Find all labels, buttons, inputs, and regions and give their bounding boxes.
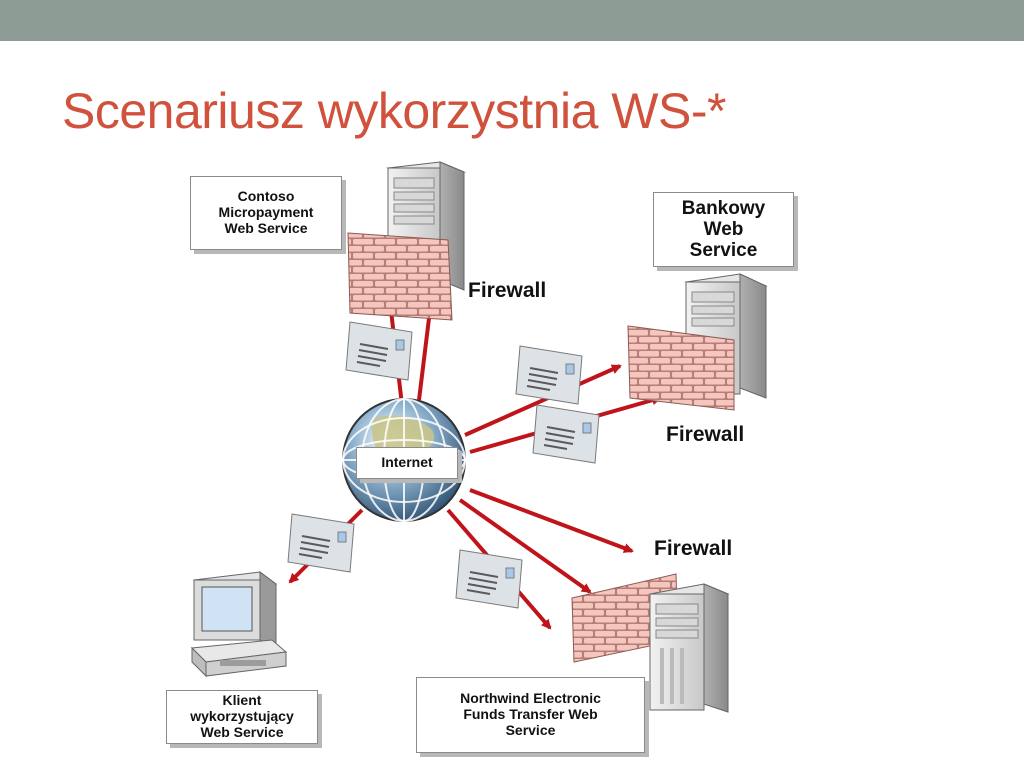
server-icon [648,583,730,713]
slide-title: Scenariusz wykorzystnia WS-* [62,83,726,139]
envelope-icon [287,513,355,573]
firewall-label: Firewall [468,279,547,302]
bank-service-label: Bankowy Web Service [653,192,794,267]
envelope-icon [345,321,413,381]
firewall-icon [347,232,453,321]
arrow-to-northwind-2 [458,498,592,594]
northwind-service-label: Northwind Electronic Funds Transfer Web … [416,677,645,753]
envelope-icon [515,345,583,405]
client-label: Klient wykorzystujący Web Service [166,690,318,744]
arrow-to-northwind-1 [469,488,634,553]
arrow-to-bank-1 [464,364,622,437]
envelope-icon [455,549,523,609]
computer-icon [190,571,288,678]
top-bar [0,0,1024,41]
internet-label: Internet [356,447,458,479]
firewall-icon [627,325,735,411]
envelope-icon [532,404,600,464]
contoso-service-label: Contoso Micropayment Web Service [190,176,342,250]
firewall-label: Firewall [666,423,745,446]
firewall-label: Firewall [654,537,733,560]
